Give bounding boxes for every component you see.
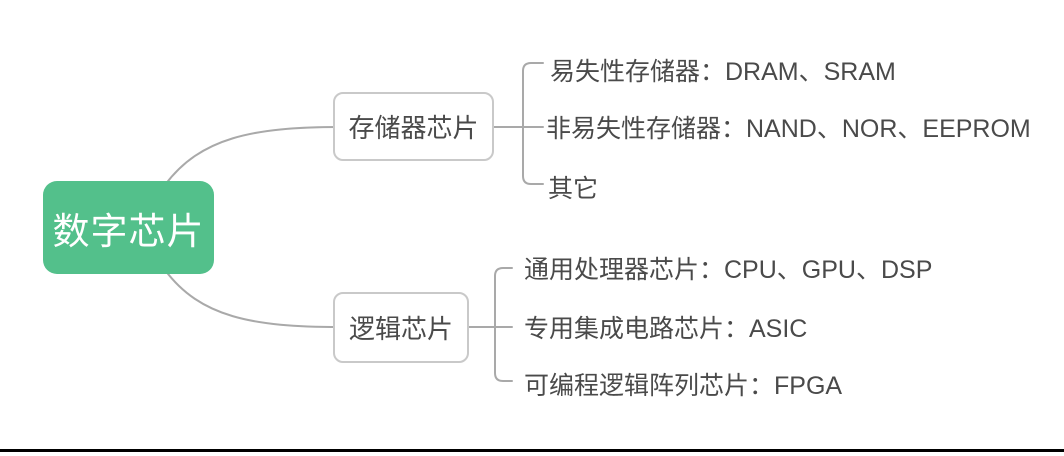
- branch-node-memory-chips[interactable]: 存储器芯片: [333, 92, 494, 161]
- leaf-asic[interactable]: 专用集成电路芯片：ASIC: [524, 315, 808, 343]
- leaf-fpga[interactable]: 可编程逻辑阵列芯片：FPGA: [524, 372, 843, 400]
- logic-bracket: [494, 267, 513, 382]
- leaf-volatile-memory[interactable]: 易失性存储器：DRAM、SRAM: [550, 58, 896, 86]
- root-to-logic-curve: [164, 269, 341, 328]
- leaf-memory-other[interactable]: 其它: [548, 175, 599, 203]
- leaf-general-processor[interactable]: 通用处理器芯片：CPU、GPU、DSP: [524, 256, 933, 284]
- root-node-digital-chip[interactable]: 数字芯片: [43, 181, 214, 274]
- leaf-nonvolatile-memory[interactable]: 非易失性存储器：NAND、NOR、EEPROM: [546, 115, 1031, 143]
- branch-node-logic-chips[interactable]: 逻辑芯片: [333, 292, 469, 363]
- memory-bracket: [522, 62, 544, 185]
- page-bottom-edge: [0, 449, 1064, 452]
- root-to-memory-curve: [164, 126, 341, 186]
